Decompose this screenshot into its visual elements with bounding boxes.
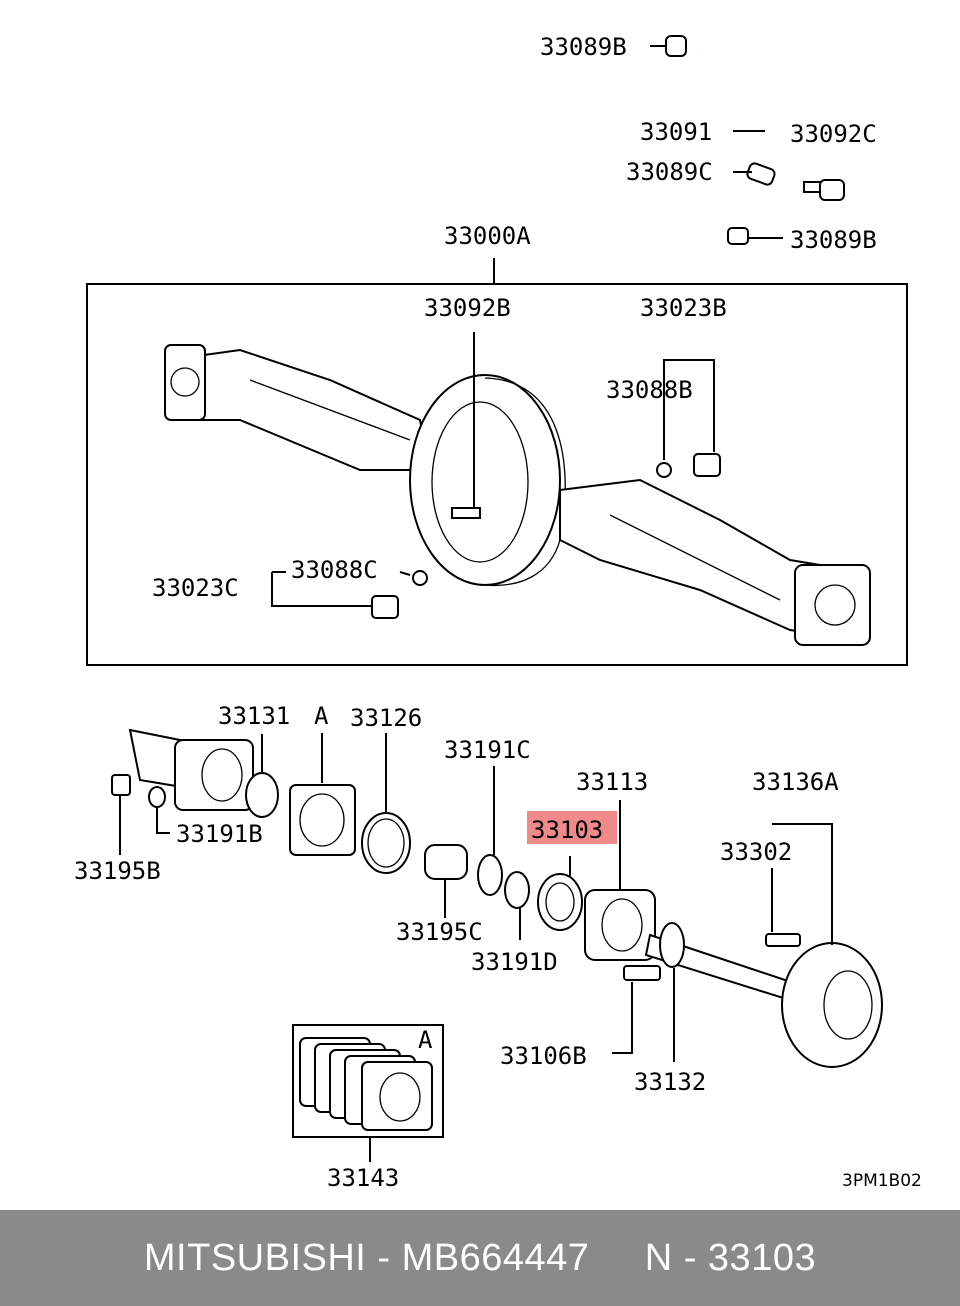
part-labels: 33089B 33091 33092C 33089C 33089B 33000A… xyxy=(74,33,922,1192)
label-33136A: 33136A xyxy=(752,768,839,796)
label-33126: 33126 xyxy=(350,704,422,732)
label-33023C: 33023C xyxy=(152,574,239,602)
bearing-33103 xyxy=(537,873,583,931)
label-33191B: 33191B xyxy=(176,820,263,848)
retainer-ring xyxy=(504,871,530,909)
breather-hose-group xyxy=(650,35,845,245)
spline-collar xyxy=(424,844,468,880)
plug-33023B xyxy=(693,453,721,477)
label-33088C: 33088C xyxy=(291,556,378,584)
label-A-shims: A xyxy=(418,1026,433,1054)
label-33106B: 33106B xyxy=(500,1042,587,1070)
breather-plug xyxy=(803,179,845,201)
part-number-caption: MITSUBISHI - MB664447 N - 33103 xyxy=(143,1236,817,1279)
label-33089B-top: 33089B xyxy=(540,33,627,61)
hose-clip-top xyxy=(665,35,687,57)
hose-clip-bot xyxy=(727,227,749,245)
label-33302: 33302 xyxy=(720,838,792,866)
label-33089C: 33089C xyxy=(626,158,713,186)
label-33103: 33103 xyxy=(531,816,603,844)
hub-flange-33136A xyxy=(781,942,883,1068)
stud-33302 xyxy=(765,933,801,947)
diagram-code: 3PM1B02 xyxy=(842,1171,922,1191)
label-33000A: 33000A xyxy=(444,222,531,250)
nut-33195B xyxy=(111,774,131,796)
flange-33131 xyxy=(174,739,254,811)
o-ring-33126 xyxy=(361,812,411,874)
oil-seal xyxy=(245,772,279,818)
footer-bar: MITSUBISHI - MB664447 N - 33103 xyxy=(0,1210,960,1306)
label-33092C: 33092C xyxy=(790,120,877,148)
label-33089B-bottom: 33089B xyxy=(790,226,877,254)
gasket-33088C xyxy=(412,570,428,586)
abs-rotor xyxy=(477,854,503,896)
exploded-parts-group xyxy=(111,728,883,1162)
label-33023B: 33023B xyxy=(640,294,727,322)
label-33143: 33143 xyxy=(327,1164,399,1192)
label-33132: 33132 xyxy=(634,1068,706,1096)
shim-kit-box xyxy=(292,1024,444,1138)
parts-diagram: 33089B 33091 33092C 33089C 33089B 33000A… xyxy=(74,33,922,1192)
label-33088B: 33088B xyxy=(606,376,693,404)
label-A-gasket: A xyxy=(314,702,329,730)
highlight-33103 xyxy=(527,811,617,844)
label-33191C: 33191C xyxy=(444,736,531,764)
washer-33191B xyxy=(148,786,166,808)
bolt-33106B xyxy=(623,965,661,981)
housing-33113 xyxy=(584,889,656,961)
label-33092B: 33092B xyxy=(424,294,511,322)
hose-clip-mid xyxy=(746,162,776,186)
shim-pack xyxy=(299,1037,433,1131)
filler-bolt xyxy=(451,507,481,519)
gasket-33088B xyxy=(656,462,672,478)
axle-housing-group xyxy=(86,258,908,666)
label-33191D: 33191D xyxy=(471,948,558,976)
right-flange xyxy=(794,564,871,646)
label-33131: 33131 xyxy=(218,702,290,730)
plug-33023C xyxy=(371,595,399,619)
left-flange xyxy=(164,344,206,421)
label-33195B: 33195B xyxy=(74,857,161,885)
label-33195C: 33195C xyxy=(396,918,483,946)
label-33091: 33091 xyxy=(640,118,712,146)
label-33113: 33113 xyxy=(576,768,648,796)
